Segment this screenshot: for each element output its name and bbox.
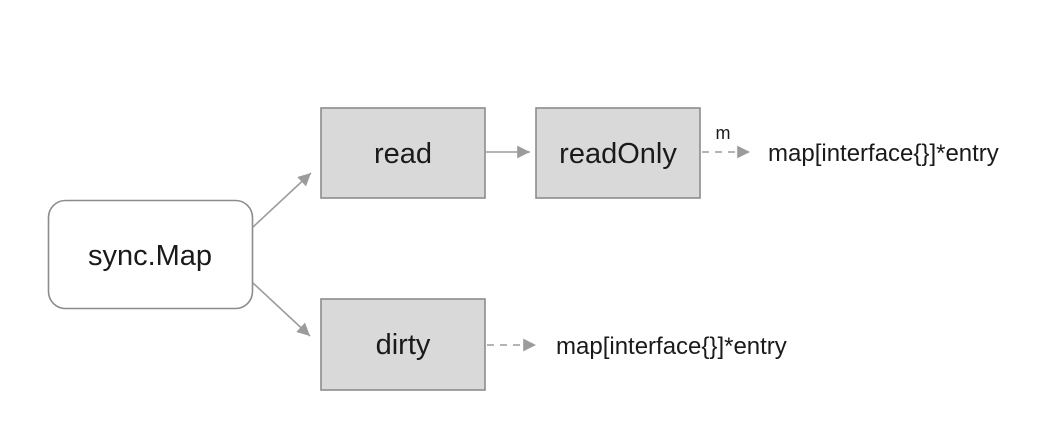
node-dirty [320, 298, 486, 391]
node-dirty-label: dirty [376, 329, 431, 361]
node-read-only-label: readOnly [559, 138, 677, 170]
node-read-only [535, 107, 701, 199]
edge-sync-map-to-read [252, 172, 312, 228]
node-sync-map [47, 199, 254, 310]
node-read [320, 107, 486, 199]
edge-read-only-to-map-label: m [716, 123, 731, 143]
node-read-label: read [374, 138, 432, 170]
node-sync-map-label: sync.Map [88, 240, 212, 272]
edge-sync-map-to-dirty [252, 282, 311, 337]
annotation-dirty-target: map[interface{}]*entry [556, 333, 787, 360]
annotation-read-only-target: map[interface{}]*entry [768, 140, 999, 167]
